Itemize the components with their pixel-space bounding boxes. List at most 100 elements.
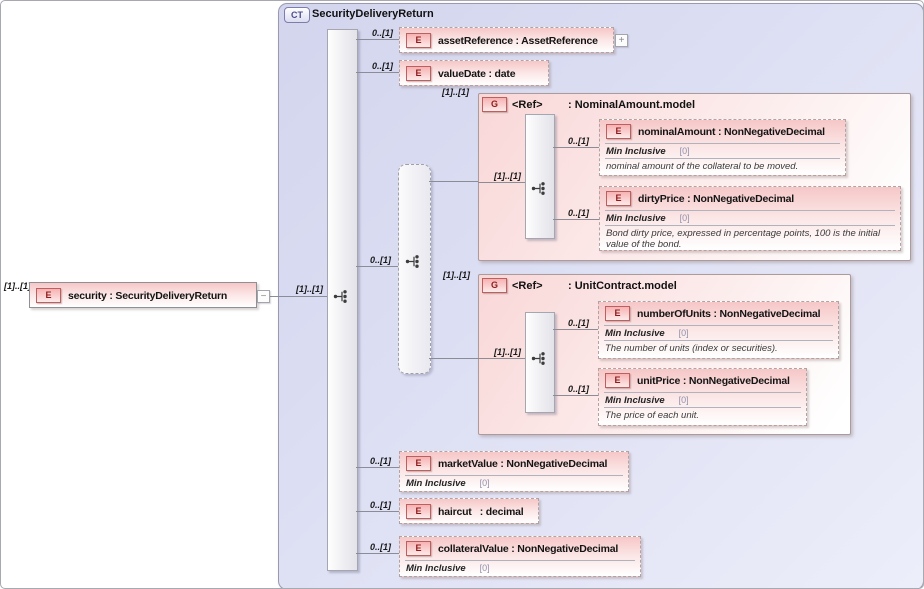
cardinality-label: 0..[1] — [568, 384, 590, 394]
cardinality-label: 0..[1] — [372, 61, 394, 71]
connector-line — [478, 358, 525, 359]
facet-value: [0] — [679, 213, 690, 223]
divider — [605, 225, 895, 226]
cardinality-label: 0..[1] — [370, 500, 392, 510]
choice-compositor[interactable] — [398, 164, 431, 374]
facet-name: Min Inclusive — [606, 212, 666, 224]
cardinality-label: 0..[1] — [370, 255, 392, 265]
connector-line — [429, 358, 478, 359]
sequence-icon — [531, 182, 545, 195]
element-icon: E — [406, 456, 431, 471]
divider — [604, 340, 833, 341]
cardinality-label: 0..[1] — [370, 456, 392, 466]
cardinality-label: [1]..[1] — [296, 284, 323, 294]
connector-line — [553, 219, 599, 220]
element-icon: E — [406, 33, 431, 48]
element-icon: E — [606, 191, 631, 206]
divider — [604, 392, 801, 393]
facet-row: Min Inclusive [0] — [600, 211, 900, 225]
facet-value: [0] — [479, 563, 490, 573]
divider — [604, 407, 801, 408]
connector-line — [356, 266, 398, 267]
element-haircut[interactable]: E haircut : decimal — [399, 498, 539, 524]
connector-line — [356, 72, 399, 73]
group-icon: G — [482, 278, 507, 293]
cardinality-label: [1]..[1] — [494, 347, 521, 357]
cardinality-label: 0..[1] — [568, 318, 590, 328]
annotation-text: Bond dirty price, expressed in percentag… — [606, 228, 881, 251]
facet-row: Min Inclusive [0] — [600, 144, 845, 158]
sequence-compositor[interactable] — [525, 114, 555, 239]
element-security[interactable]: E security : SecurityDeliveryReturn — [29, 282, 257, 308]
cardinality-label: 0..[1] — [370, 542, 392, 552]
element-assetreference[interactable]: E assetReference : AssetReference — [399, 27, 614, 53]
facet-name: Min Inclusive — [606, 145, 666, 157]
element-label: valueDate : date — [438, 67, 516, 80]
element-icon: E — [36, 288, 61, 303]
element-label: assetReference : AssetReference — [438, 34, 598, 47]
connector-line — [553, 329, 598, 330]
facet-name: Min Inclusive — [406, 562, 466, 574]
connector-line — [356, 467, 399, 468]
facet-row: Min Inclusive [0] — [599, 326, 838, 340]
facet-row: Min Inclusive [0] — [400, 476, 628, 490]
cardinality-label: 0..[1] — [372, 28, 394, 38]
connector-line — [553, 147, 599, 148]
element-icon: E — [406, 541, 431, 556]
element-label: dirtyPrice : NonNegativeDecimal — [638, 192, 795, 205]
element-icon: E — [606, 124, 631, 139]
element-nominalamount[interactable]: E nominalAmount : NonNegativeDecimal Min… — [599, 119, 846, 176]
annotation-text: The number of units (index or securities… — [605, 343, 778, 354]
annotation-text: The price of each unit. — [605, 410, 699, 421]
divider — [605, 210, 895, 211]
cardinality-label: [1]..[1] — [443, 270, 470, 280]
complex-type-icon: CT — [284, 7, 310, 23]
cardinality-label: [1]..[1] — [4, 281, 31, 291]
group-name: <Ref> — [512, 279, 543, 292]
element-dirtyprice[interactable]: E dirtyPrice : NonNegativeDecimal Min In… — [599, 186, 901, 251]
element-icon: E — [406, 66, 431, 81]
group-name: <Ref> — [512, 98, 543, 111]
expand-toggle[interactable]: + — [615, 34, 628, 47]
cardinality-label: [1]..[1] — [494, 171, 521, 181]
cardinality-label: 0..[1] — [568, 136, 590, 146]
divider — [405, 475, 623, 476]
facet-name: Min Inclusive — [605, 394, 665, 406]
group-icon: G — [482, 97, 507, 112]
element-label: numberOfUnits : NonNegativeDecimal — [637, 307, 821, 320]
element-label: marketValue : NonNegativeDecimal — [438, 457, 608, 470]
facet-name: Min Inclusive — [406, 477, 466, 489]
element-valuedate[interactable]: E valueDate : date — [399, 60, 549, 86]
connector-line — [553, 395, 598, 396]
element-icon: E — [406, 504, 431, 519]
element-icon: E — [605, 373, 630, 388]
element-collateralvalue[interactable]: E collateralValue : NonNegativeDecimal M… — [399, 536, 641, 577]
cardinality-label: [1]..[1] — [442, 87, 469, 97]
group-type: : UnitContract.model — [568, 279, 677, 292]
connector-line — [356, 553, 399, 554]
connector-line — [356, 511, 399, 512]
element-label: unitPrice : NonNegativeDecimal — [637, 374, 790, 387]
facet-row: Min Inclusive [0] — [599, 393, 806, 407]
divider — [605, 143, 840, 144]
collapse-toggle[interactable]: − — [257, 290, 270, 303]
element-label: haircut : decimal — [438, 505, 524, 518]
element-numberofunits[interactable]: E numberOfUnits : NonNegativeDecimal Min… — [598, 301, 839, 359]
cardinality-label: 0..[1] — [568, 208, 590, 218]
divider — [604, 325, 833, 326]
element-unitprice[interactable]: E unitPrice : NonNegativeDecimal Min Inc… — [598, 368, 807, 426]
group-type: : NominalAmount.model — [568, 98, 696, 111]
element-label: security : SecurityDeliveryReturn — [68, 289, 228, 302]
facet-value: [0] — [679, 146, 690, 156]
element-marketvalue[interactable]: E marketValue : NonNegativeDecimal Min I… — [399, 451, 629, 492]
connector-line — [257, 296, 327, 297]
element-icon: E — [605, 306, 630, 321]
element-label: nominalAmount : NonNegativeDecimal — [638, 125, 825, 138]
sequence-icon — [333, 290, 347, 303]
connector-line — [356, 39, 399, 40]
sequence-icon — [531, 352, 545, 365]
annotation-text: nominal amount of the collateral to be m… — [606, 161, 799, 172]
divider — [605, 158, 840, 159]
divider — [405, 560, 635, 561]
